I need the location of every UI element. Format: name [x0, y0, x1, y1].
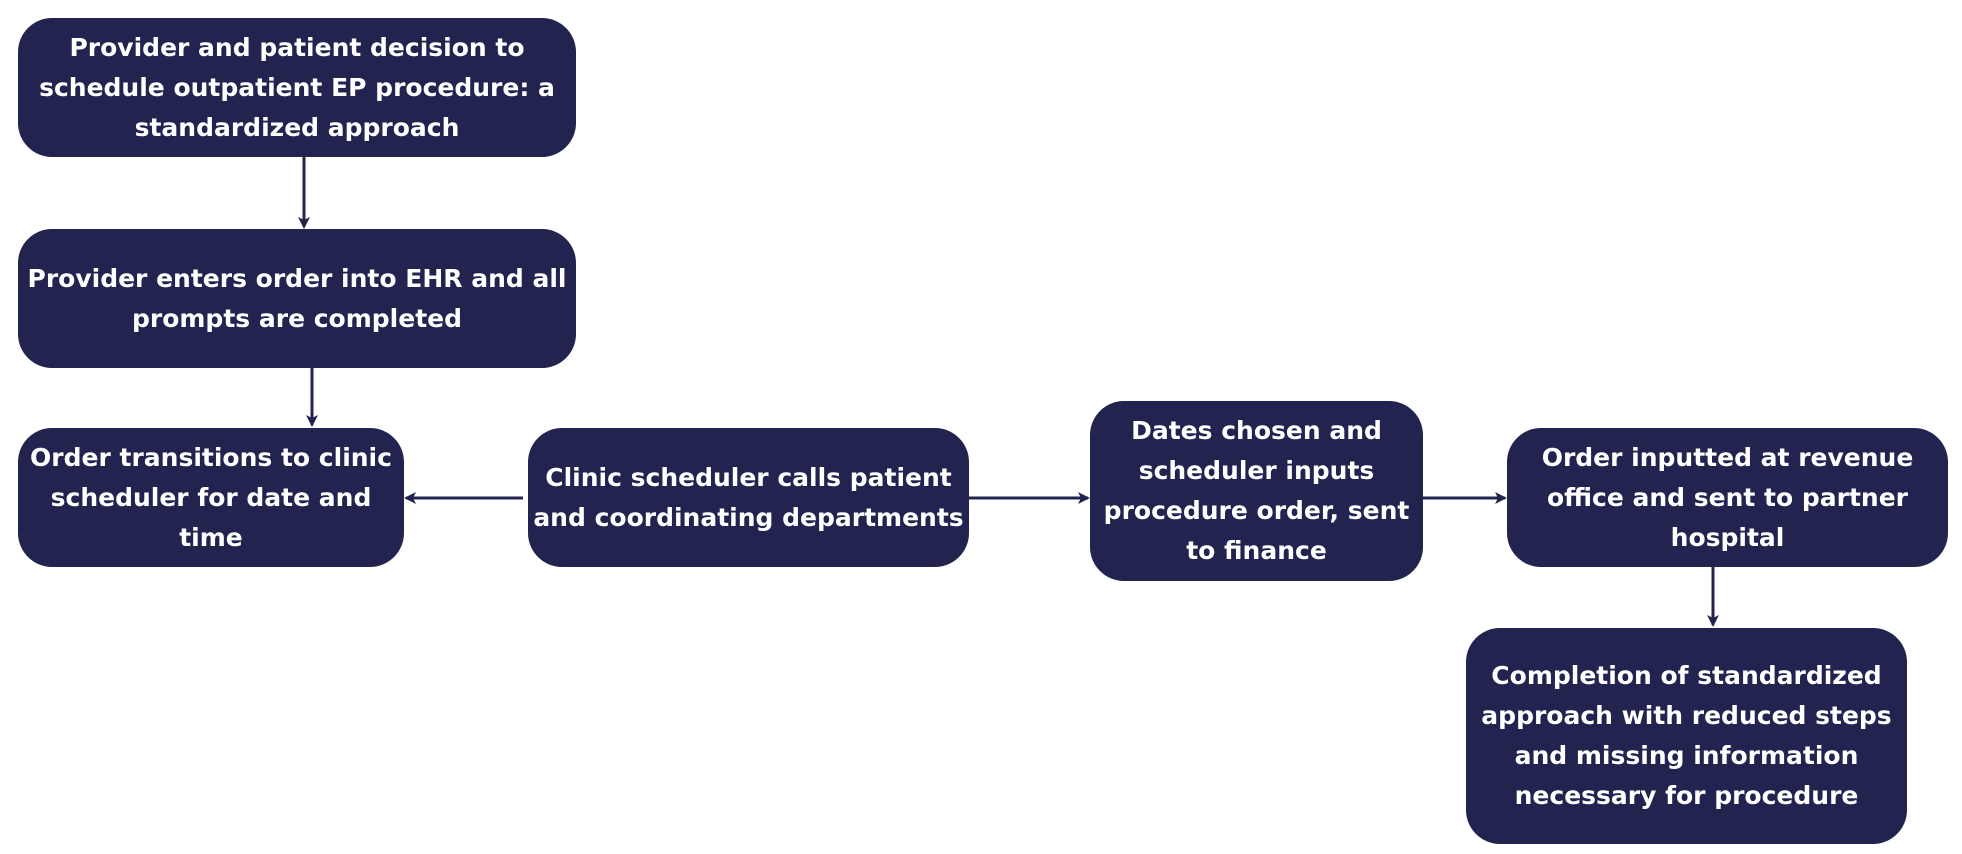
node-decision: Provider and patient decision to schedul… — [18, 18, 576, 157]
node-revenue-office-label: Order inputted at revenue office and sen… — [1541, 442, 1914, 552]
node-order-transitions-label: Order transitions to clinic scheduler fo… — [30, 442, 392, 552]
node-revenue-office: Order inputted at revenue office and sen… — [1507, 428, 1948, 567]
node-scheduler-calls: Clinic scheduler calls patient and coord… — [528, 428, 969, 567]
node-completion: Completion of standardized approach with… — [1466, 628, 1907, 844]
node-ehr-order-label: Provider enters order into EHR and all p… — [27, 263, 567, 333]
node-dates-chosen-label: Dates chosen and scheduler inputs proced… — [1103, 416, 1410, 565]
node-dates-chosen: Dates chosen and scheduler inputs proced… — [1090, 401, 1423, 581]
node-order-transitions: Order transitions to clinic scheduler fo… — [18, 428, 404, 567]
node-scheduler-calls-label: Clinic scheduler calls patient and coord… — [533, 462, 964, 532]
node-completion-label: Completion of standardized approach with… — [1481, 661, 1892, 810]
node-ehr-order: Provider enters order into EHR and all p… — [18, 229, 576, 368]
node-decision-label: Provider and patient decision to schedul… — [39, 32, 555, 142]
